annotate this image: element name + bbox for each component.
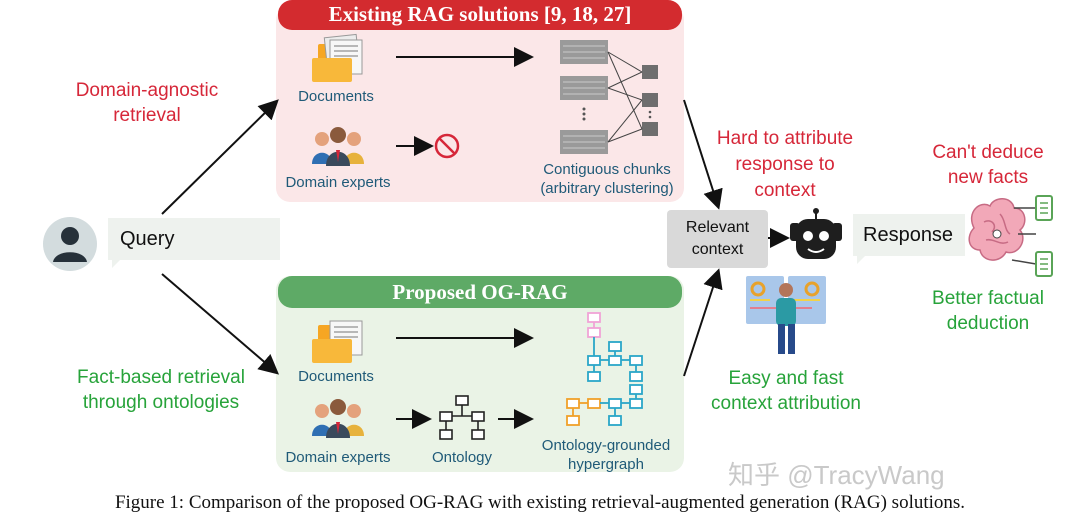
- fact-based-line-1: Fact-based retrieval: [77, 367, 245, 388]
- brain-icon: [968, 195, 1053, 277]
- domain-agnostic-note: Domain-agnostic retrieval: [62, 78, 232, 128]
- existing-rag-title: Existing RAG solutions [9, 18, 27]: [278, 0, 682, 30]
- domain-experts-label: Domain experts: [285, 174, 391, 191]
- arrow-ograg-to-context: [683, 268, 723, 377]
- easy-attribution-note: Easy and fast context attribution: [686, 366, 886, 416]
- documents-label: Documents: [298, 88, 374, 105]
- ontology-label: Ontology: [431, 449, 493, 466]
- chunks-line-1: Contiguous chunks: [543, 161, 671, 178]
- easy-line-1: Easy and fast: [728, 368, 844, 389]
- chunks-icon: [560, 40, 658, 154]
- person-reading-icon: [746, 276, 826, 354]
- easy-line-2: context attribution: [711, 393, 861, 414]
- response-bubble-tail: [857, 254, 867, 264]
- better-line-1: Better factual: [932, 288, 1044, 309]
- relevant-context-box: Relevant context: [667, 210, 768, 268]
- domain-agnostic-line-2: retrieval: [113, 105, 181, 126]
- context-line-2: context: [691, 241, 744, 258]
- domain-agnostic-line-1: Domain-agnostic: [75, 80, 219, 101]
- better-line-2: deduction: [946, 313, 1030, 334]
- hypergraph-line-1: Ontology-grounded: [541, 437, 671, 454]
- user-icon: [43, 217, 97, 271]
- ontology-icon: [439, 395, 485, 440]
- query-label: Query: [120, 228, 175, 250]
- context-line-1: Relevant: [685, 219, 750, 236]
- arrow-query-to-existing: [161, 99, 279, 215]
- better-deduction-note: Better factual deduction: [908, 286, 1068, 336]
- og-rag-title: Proposed OG-RAG: [278, 276, 682, 308]
- hypergraph-label: Ontology-grounded hypergraph: [526, 436, 686, 474]
- arrow-existing-to-context: [683, 99, 723, 210]
- arrow-query-to-ograg: [161, 273, 280, 375]
- cant-line-2: new facts: [947, 167, 1029, 188]
- cant-line-1: Can't deduce: [932, 142, 1044, 163]
- hard-line-2: response to: [735, 154, 835, 175]
- hypergraph-icon: [566, 312, 643, 426]
- query-bubble-tail: [112, 258, 122, 268]
- documents-label: Documents: [298, 368, 374, 385]
- hard-line-3: context: [754, 180, 816, 201]
- prohibited-icon: [434, 133, 460, 159]
- documents-icon: [312, 33, 363, 82]
- hard-to-attribute-note: Hard to attribute response to context: [690, 126, 880, 204]
- fact-based-note: Fact-based retrieval through ontologies: [46, 365, 276, 415]
- chunks-label: Contiguous chunks (arbitrary clustering): [524, 160, 690, 198]
- robot-icon: [790, 208, 842, 259]
- domain-experts-label: Domain experts: [285, 449, 391, 466]
- query-bubble: Query: [108, 218, 280, 260]
- figure-caption: Figure 1: Comparison of the proposed OG-…: [114, 492, 966, 513]
- watermark: 知乎 @TracyWang: [728, 460, 945, 490]
- experts-icon: [312, 127, 364, 166]
- chunks-line-2: (arbitrary clustering): [540, 180, 674, 197]
- documents-icon: [312, 320, 363, 363]
- fact-based-line-2: through ontologies: [82, 392, 240, 413]
- experts-icon: [312, 399, 364, 438]
- cant-deduce-note: Can't deduce new facts: [908, 140, 1068, 190]
- response-label: Response: [863, 224, 954, 246]
- hypergraph-line-2: hypergraph: [568, 456, 644, 473]
- hard-line-1: Hard to attribute: [716, 128, 854, 149]
- response-bubble: Response: [853, 214, 965, 256]
